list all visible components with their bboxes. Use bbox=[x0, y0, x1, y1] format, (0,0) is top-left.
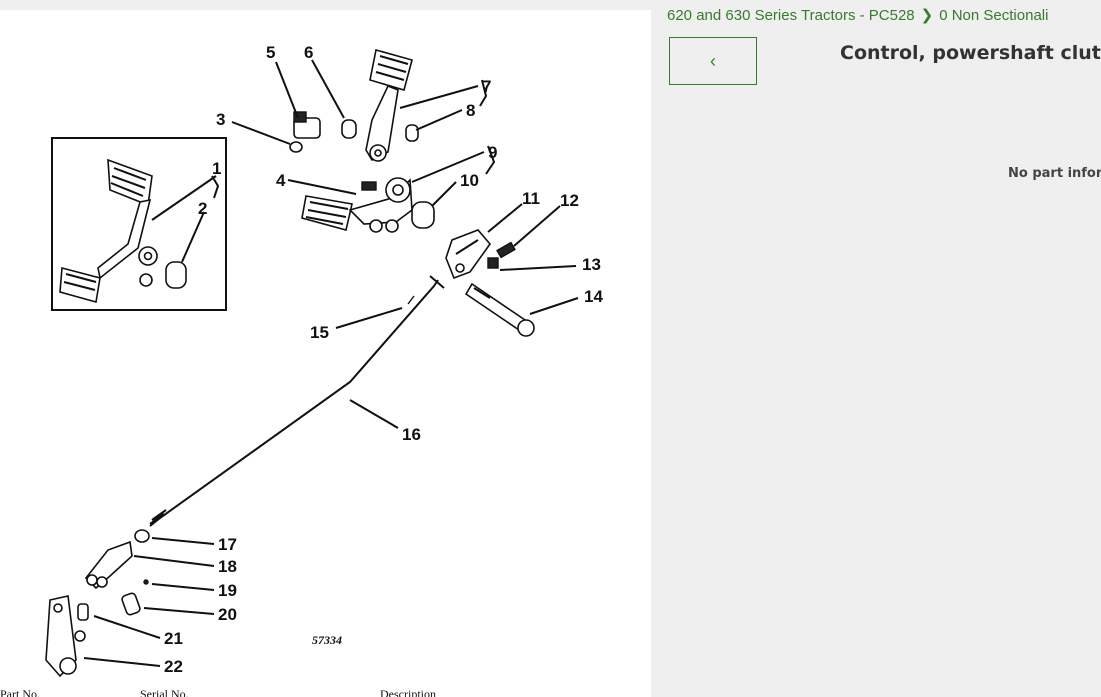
inset-pedal-part bbox=[59, 158, 158, 304]
pin-part bbox=[341, 119, 357, 139]
washer-part bbox=[289, 141, 303, 153]
table-header-serial-no: Serial No. bbox=[140, 687, 189, 697]
clutch-pedal-part bbox=[365, 48, 413, 162]
jam-nut-part bbox=[134, 529, 150, 543]
figure-id: 57334 bbox=[312, 633, 342, 647]
callout-10: 10 bbox=[460, 171, 479, 190]
callout-9: 9 bbox=[488, 143, 497, 162]
callout-4: 4 bbox=[276, 171, 286, 190]
callout-8: 8 bbox=[466, 101, 475, 120]
callout-21: 21 bbox=[164, 629, 183, 648]
parts-diagram-panel: 1 2 3 4 5 6 7 8 9 10 11 12 13 14 15 16 1… bbox=[0, 10, 651, 697]
brake-pedal-part bbox=[301, 177, 413, 233]
callout-2: 2 bbox=[198, 199, 207, 218]
callout-1: 1 bbox=[212, 159, 221, 178]
callout-7: 7 bbox=[482, 77, 491, 96]
bolt-part bbox=[464, 282, 535, 337]
fitting-part bbox=[293, 111, 321, 139]
lever-part bbox=[45, 595, 89, 678]
callout-17: 17 bbox=[218, 535, 237, 554]
callout-20: 20 bbox=[218, 605, 237, 624]
callout-6: 6 bbox=[304, 43, 313, 62]
control-rod-part bbox=[149, 275, 445, 527]
callout-12: 12 bbox=[560, 191, 579, 210]
clevis-pin-part bbox=[121, 592, 141, 616]
bushing-part bbox=[405, 124, 419, 142]
breadcrumb-item-section[interactable]: 0 Non Sectionali bbox=[939, 7, 1049, 24]
breadcrumb-item-model[interactable]: 620 and 630 Series Tractors - PC528 bbox=[667, 7, 915, 24]
nut-part bbox=[487, 257, 499, 269]
table-header-part-no: Part No. bbox=[0, 687, 40, 697]
callout-13: 13 bbox=[582, 255, 601, 274]
callout-22: 22 bbox=[164, 657, 183, 676]
callout-16: 16 bbox=[402, 425, 421, 444]
leader-lines bbox=[83, 59, 579, 667]
spring-part bbox=[496, 241, 516, 259]
callout-19: 19 bbox=[218, 581, 237, 600]
callout-14: 14 bbox=[584, 287, 603, 306]
chevron-right-icon: ❯ bbox=[920, 7, 934, 24]
callout-5: 5 bbox=[266, 43, 275, 62]
exploded-parts-diagram: 1 2 3 4 5 6 7 8 9 10 11 12 13 14 15 16 1… bbox=[0, 43, 603, 697]
callout-15: 15 bbox=[310, 323, 329, 342]
callout-11: 11 bbox=[522, 189, 540, 208]
cotter-pin-part bbox=[407, 295, 415, 305]
inset-bushing-part bbox=[165, 261, 187, 289]
breadcrumb: 620 and 630 Series Tractors - PC528 ❯ 0 No… bbox=[667, 6, 1048, 24]
bracket-part bbox=[445, 229, 492, 280]
callout-18: 18 bbox=[218, 557, 237, 576]
chevron-left-icon: ‹ bbox=[710, 50, 716, 71]
sleeve-part bbox=[411, 201, 435, 229]
back-button[interactable]: ‹ bbox=[669, 37, 757, 85]
yoke-part bbox=[84, 540, 133, 590]
no-part-info-message: No part infor bbox=[1008, 166, 1101, 181]
cotter-part bbox=[143, 579, 149, 585]
callout-3: 3 bbox=[216, 110, 225, 129]
parts-info-panel: 620 and 630 Series Tractors - PC528 ❯ 0 No… bbox=[651, 0, 1101, 697]
inset-box bbox=[51, 137, 227, 311]
table-header-description: Description bbox=[380, 687, 436, 697]
page-title: Control, powershaft clutch bbox=[840, 42, 1101, 64]
